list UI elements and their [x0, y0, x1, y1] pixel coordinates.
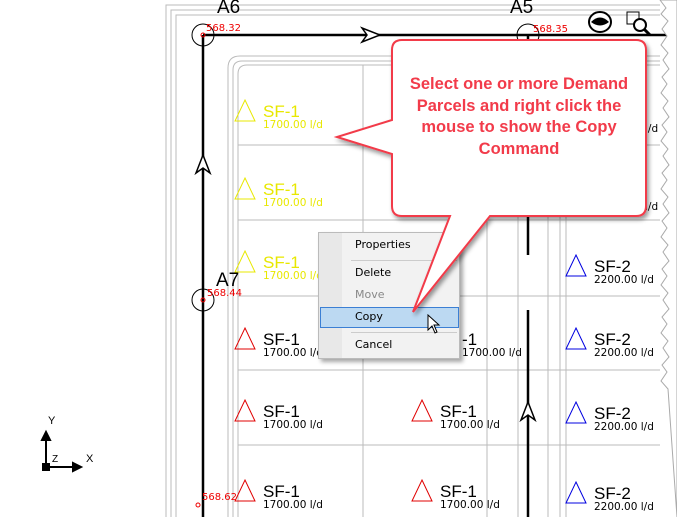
- parcel-name: SF-1: [263, 330, 300, 349]
- parcel-demand: 2200.00 l/d: [594, 274, 654, 286]
- parcel-demand: 1700.00 l/d: [263, 197, 323, 209]
- menu-item-cancel[interactable]: Cancel: [355, 338, 393, 351]
- parcel-demand: 2200.00 l/d: [594, 347, 654, 359]
- node-elevation: 568.44: [207, 288, 242, 299]
- parcel-demand: 2200.00 l/d: [594, 421, 654, 433]
- flow-arrow-up: [194, 152, 212, 176]
- callout-text: Select one or more Demand Parcels and ri…: [409, 75, 629, 158]
- parcel-demand: 1700.00 l/d: [263, 119, 323, 131]
- node-label-a6: A6: [217, 0, 241, 18]
- node-elevation: 568.35: [533, 24, 568, 35]
- parcel-name: SF-1: [263, 180, 300, 199]
- zoom-window-icon[interactable]: [626, 10, 652, 37]
- menu-item-copy[interactable]: Copy: [355, 310, 383, 323]
- axis-y-label: Y: [48, 415, 56, 427]
- axis-x-label: X: [86, 453, 94, 465]
- parcel-demand: 1700.00 l/d: [462, 347, 522, 359]
- node-elevation: 568.32: [206, 23, 241, 34]
- parcel-triangle-icon: [234, 249, 256, 273]
- parcel-name: SF-2: [594, 330, 631, 349]
- parcel-demand: 2200.00 l/d: [594, 501, 654, 513]
- parcel-triangle-icon: [411, 398, 433, 422]
- parcel-demand: 1700.00 l/d: [263, 419, 323, 431]
- parcel-name: SF-2: [594, 257, 631, 276]
- parcel-demand: 1700.00 l/d: [263, 499, 323, 511]
- parcel-name: SF-1: [263, 253, 300, 272]
- axis-z-label: Z: [52, 454, 59, 465]
- parcel-triangle-icon: [234, 478, 256, 502]
- parcel-triangle-icon: [411, 478, 433, 502]
- axis-icon: [40, 429, 84, 473]
- menu-item-delete[interactable]: Delete: [355, 266, 392, 279]
- parcel-triangle-icon: [234, 398, 256, 422]
- parcel-name: SF-1: [263, 482, 300, 501]
- node-label-a5: A5: [510, 0, 534, 18]
- parcel-triangle-icon: [565, 400, 587, 424]
- parcel-triangle-icon: [234, 326, 256, 350]
- parcel-name: SF-1: [440, 482, 477, 501]
- node-circles[interactable]: [191, 23, 540, 312]
- flow-arrow-up: [519, 399, 537, 423]
- parcel-name: SF-2: [594, 404, 631, 423]
- boundary-lines: [165, 4, 660, 517]
- menu-item-move: Move: [355, 288, 385, 301]
- mouse-cursor-icon: [427, 313, 441, 339]
- torn-edge: [659, 0, 677, 517]
- node-dots: [195, 32, 206, 508]
- parcel-name: SF-1: [263, 402, 300, 421]
- parcel-demand: 1700.00 l/d: [440, 499, 500, 511]
- parcel-name: SF-2: [594, 484, 631, 503]
- parcel-name: -1: [462, 330, 478, 349]
- parcel-triangle-icon: [234, 176, 256, 200]
- context-menu: Properties Delete Move Copy Cancel: [318, 232, 460, 359]
- menu-item-properties[interactable]: Properties: [355, 238, 411, 251]
- parcel-triangle-icon: [565, 326, 587, 350]
- parcel-demand: 1700.00 l/d: [263, 270, 323, 282]
- parcel-triangle-icon: [234, 98, 256, 122]
- parcel-demand-partial: l/d: [645, 201, 659, 213]
- parcel-demand: 1700.00 l/d: [263, 347, 323, 359]
- eye-icon[interactable]: [588, 11, 612, 33]
- parcel-triangle-icon: [565, 480, 587, 504]
- flow-arrows: [194, 26, 537, 423]
- parcel-name: SF-1: [263, 102, 300, 121]
- parcel-triangle-icon: [565, 253, 587, 277]
- parcel-name: SF-1: [440, 402, 477, 421]
- parcel-demand: 1700.00 l/d: [440, 419, 500, 431]
- node-elevation: 568.62: [202, 492, 237, 503]
- node-label-a7: A7: [216, 270, 240, 291]
- parcel-demand-partial: l/d: [645, 123, 659, 135]
